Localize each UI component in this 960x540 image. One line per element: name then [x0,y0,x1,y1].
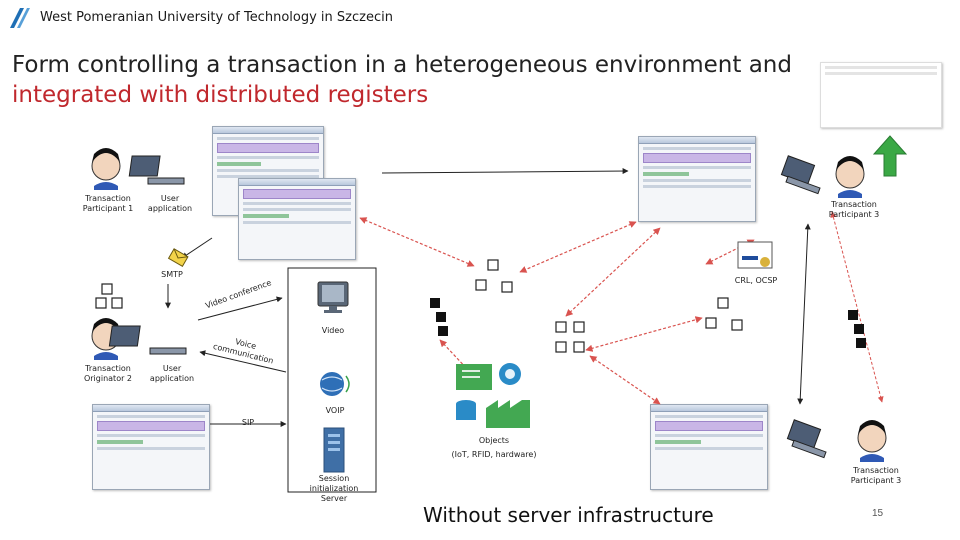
form-window-bottom-right [650,404,768,490]
person-icon-participant-3b [857,420,887,462]
label-participant-3: Transaction Participant 3 [828,200,880,219]
university-logo [10,8,30,28]
flow-arrow-top [381,168,629,175]
page-title: Form controlling a transaction in a hete… [12,50,792,110]
label-sip: SIP [241,418,255,427]
flow-arrow-smtp [181,237,213,259]
red-arrow-2 [519,221,637,273]
label-crl-ocsp: CRL, OCSP [734,276,778,285]
form-window-bottom-left [92,404,210,490]
red-arrow-3 [565,227,661,317]
flow-arrow-video-conf [197,296,283,321]
label-objects-detail: (IoT, RFID, hardware) [451,450,537,459]
email-envelope-icon [167,248,189,268]
label-video: Video [321,326,345,335]
laptop-icon-4 [786,419,827,459]
label-participant-1: Transaction Participant 1 [82,194,134,213]
label-voip: VOIP [325,406,345,415]
label-smtp: SMTP [161,270,183,279]
certificate-icon [737,241,773,269]
university-name: West Pomeranian University of Technology… [40,10,393,25]
voip-globe-icon [320,372,350,396]
media-services-box [287,267,377,493]
label-originator-2: Transaction Originator 2 [83,364,133,383]
video-monitor-icon [317,281,349,313]
footer-caption: Without server infrastructure [423,503,714,527]
red-arrow-right-diag [830,211,884,403]
laptop-icon-2 [108,325,187,355]
label-user-app-1: User application [147,194,193,213]
label-user-app-2: User application [149,364,195,383]
form-window-top-left-front [238,178,356,260]
green-up-arrow-icon [872,135,908,177]
red-arrow-1 [359,217,475,267]
title-line-2: integrated with distributed registers [12,82,429,108]
person-icon-participant-1 [91,148,121,190]
person-icon-participant-3 [835,156,865,198]
session-server-icon [323,427,345,473]
objects-icon [456,363,530,428]
red-arrow-6 [589,355,661,405]
graph-thumbnail [820,62,942,128]
label-objects: Objects [478,436,510,445]
laptop-icon-3 [780,155,821,195]
red-arrow-4 [585,316,703,352]
title-line-1: Form controlling a transaction in a hete… [12,52,792,78]
form-window-top-right [638,136,756,222]
label-participant-3b: Transaction Participant 3 [850,466,902,485]
laptop-icon-1 [128,155,185,185]
label-session-server: Session initialization Server [309,474,359,503]
page-number: 15 [872,508,884,519]
flow-arrow-right-vertical [797,223,811,405]
red-arrow-7 [705,239,755,265]
flow-arrow-voice [199,350,287,373]
